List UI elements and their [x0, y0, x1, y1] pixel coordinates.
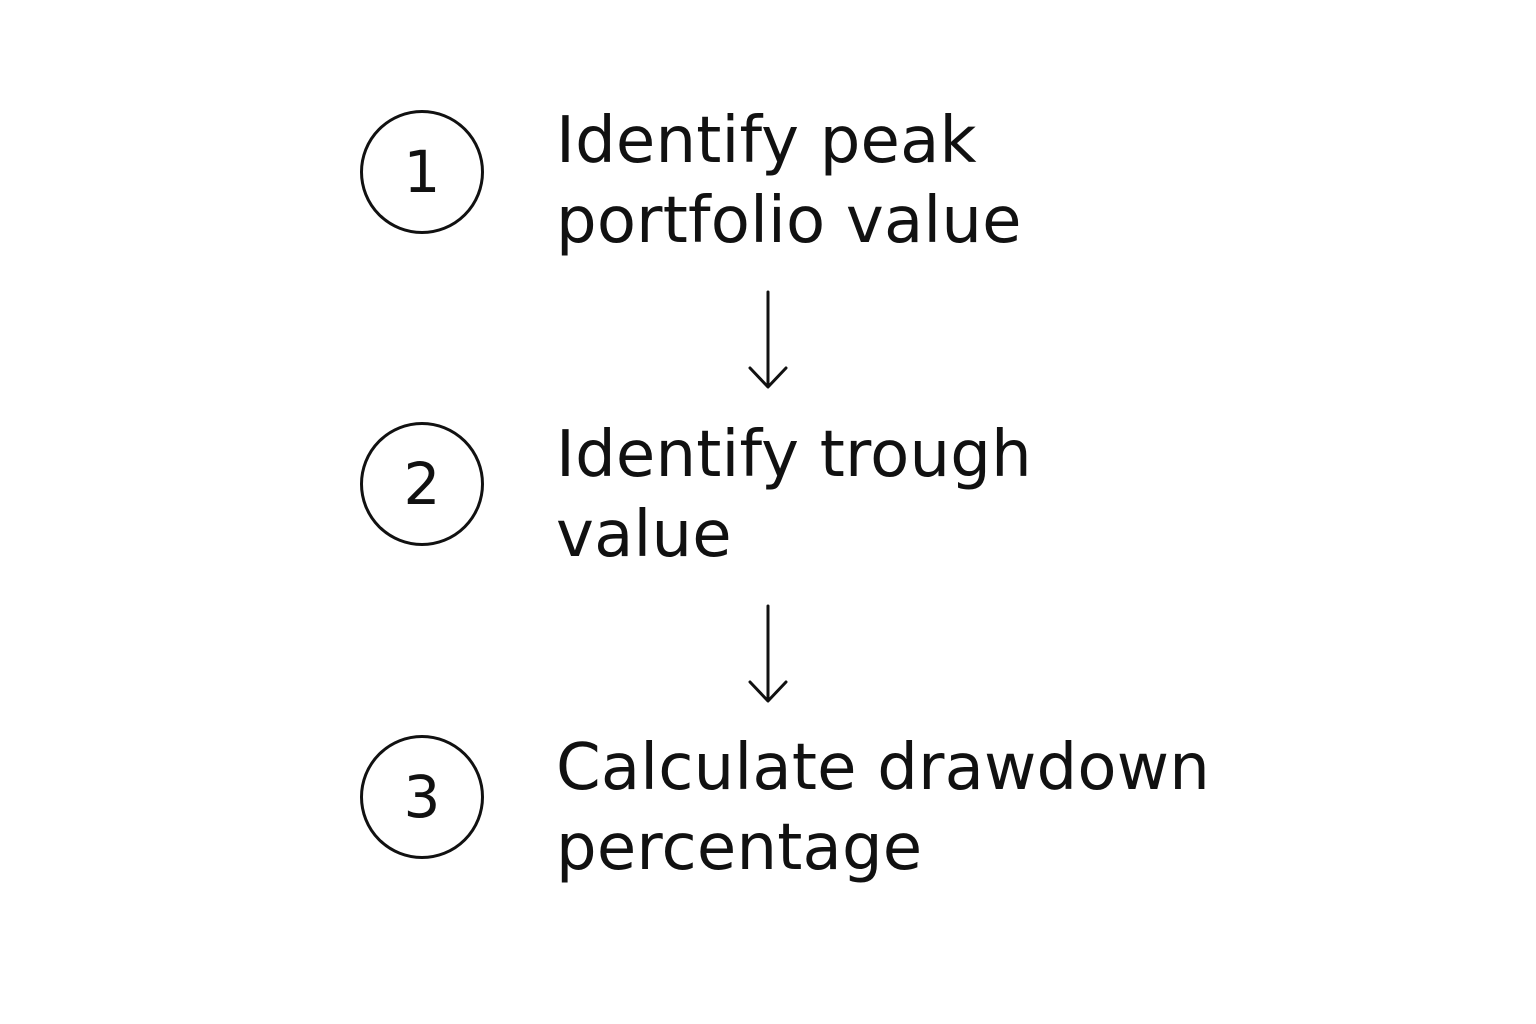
step-2-label: Identify trough value [556, 415, 1316, 575]
step-1-number-circle: 1 [360, 110, 484, 234]
step-3-number: 3 [403, 763, 441, 831]
step-2-label-line-2: value [556, 498, 732, 572]
step-3-label-line-1: Calculate drawdown [556, 731, 1211, 805]
step-2-label-line-1: Identify trough [556, 418, 1032, 492]
step-3-number-circle: 3 [360, 735, 484, 859]
arrow-down-icon [748, 290, 788, 389]
step-1-number: 1 [403, 138, 441, 206]
step-3-label: Calculate drawdown percentage [556, 728, 1316, 888]
step-2-number-circle: 2 [360, 422, 484, 546]
step-3-label-line-2: percentage [556, 811, 923, 885]
arrow-down-icon [748, 604, 788, 703]
step-1-label: Identify peak portfolio value [556, 101, 1316, 261]
step-2-number: 2 [403, 450, 441, 518]
step-1-label-line-2: portfolio value [556, 184, 1022, 258]
step-1-label-line-1: Identify peak [556, 104, 977, 178]
